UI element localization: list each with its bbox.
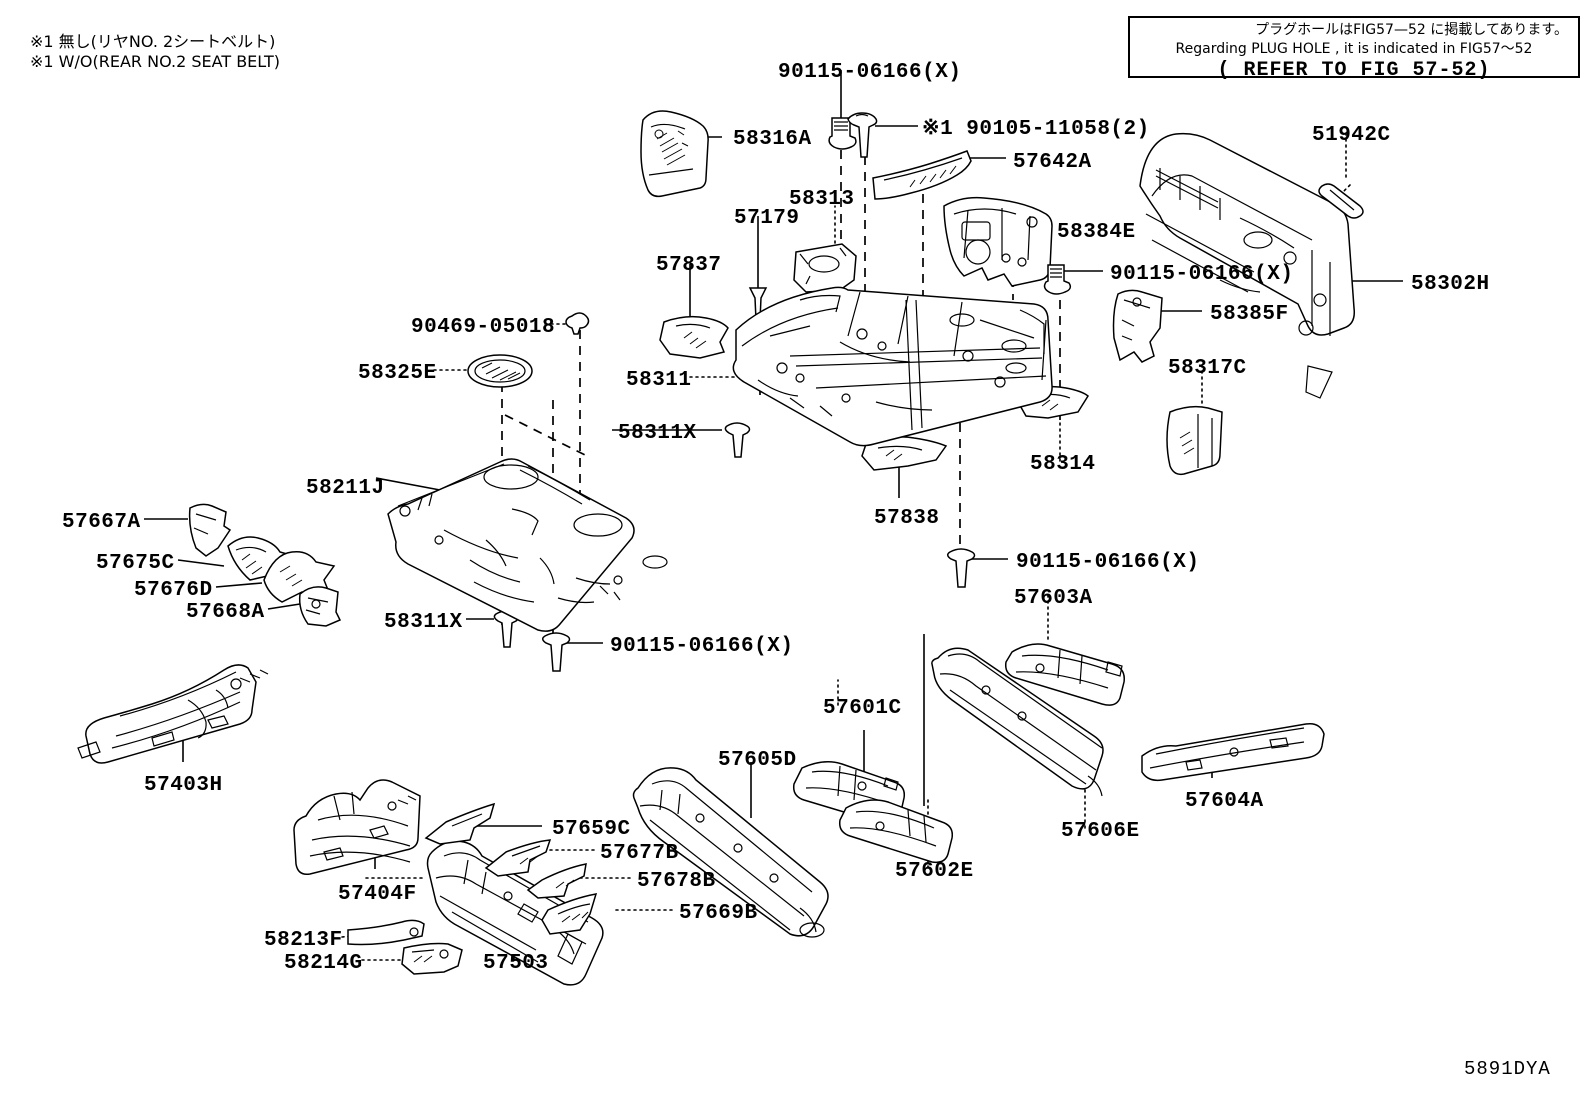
callout-90115-06166-x-r1: 90115-06166(X) <box>1110 263 1294 286</box>
callout-58317C: 58317C <box>1168 357 1247 380</box>
part-57837 <box>659 315 729 359</box>
part-57404F <box>293 779 421 876</box>
part-58311-floor-pan <box>732 286 1053 447</box>
part-90469-05018-clip <box>565 312 590 335</box>
callout-57603A: 57603A <box>1014 587 1093 610</box>
callout-57403H: 57403H <box>144 774 223 797</box>
part-57659C <box>424 802 496 845</box>
callout-58311: 58311 <box>626 369 692 392</box>
callout-90115-06166-x-top: 90115-06166(X) <box>778 61 962 84</box>
callout-58214G: 58214G <box>284 952 363 975</box>
callout-58384E: 58384E <box>1057 221 1136 244</box>
part-57669B <box>541 893 598 935</box>
part-90115-bolt-bottom <box>542 632 571 672</box>
part-57602E <box>838 799 954 864</box>
part-58313 <box>793 243 857 293</box>
part-90115-bolt-r2 <box>947 548 976 588</box>
callout-57606E: 57606E <box>1061 820 1140 843</box>
note-jp-line1: ※1 無し(リヤNO. 2シートベルト) <box>30 32 276 51</box>
part-57667A <box>188 503 232 557</box>
part-58211J-floor-pan <box>387 458 668 632</box>
part-57678B <box>526 863 587 899</box>
callout-58313: 58313 <box>789 188 855 211</box>
plug-hole-note-box: プラグホールはFIG57—52 に掲載してあります。 Regarding PLU… <box>1128 16 1580 82</box>
callout-57667A: 57667A <box>62 511 141 534</box>
callout-57602E: 57602E <box>895 860 974 883</box>
callout-57642A: 57642A <box>1013 151 1092 174</box>
part-58302H <box>1139 132 1356 399</box>
part-58311X-bolt-a <box>724 422 751 458</box>
callout-57179: 57179 <box>734 207 800 230</box>
leader-lines <box>144 125 1403 869</box>
callout-58311X-a: 58311X <box>618 422 697 445</box>
callout-58316A: 58316A <box>733 128 812 151</box>
part-90115-bolt-top <box>828 117 857 150</box>
callout-57838: 57838 <box>874 507 940 530</box>
callout-57659C: 57659C <box>552 818 631 841</box>
part-58213F <box>347 919 425 946</box>
part-57604A <box>1141 722 1325 782</box>
callout-90105-11058: ※1 90105-11058(2) <box>922 118 1150 141</box>
callout-57503: 57503 <box>483 952 549 975</box>
part-58325E <box>467 354 533 388</box>
callout-57675C: 57675C <box>96 552 175 575</box>
figure-code: 5891DYA <box>1464 1058 1551 1080</box>
callout-57668A: 57668A <box>186 601 265 624</box>
part-57668A <box>298 586 342 627</box>
callout-58213F: 58213F <box>264 929 343 952</box>
part-58385F <box>1112 289 1163 363</box>
part-90105-bolt <box>847 112 878 158</box>
callout-57404F: 57404F <box>338 883 417 906</box>
part-57605D <box>632 767 829 938</box>
callout-57676D: 57676D <box>134 579 213 602</box>
part-57403H <box>77 664 269 764</box>
callout-57678B: 57678B <box>637 870 716 893</box>
callout-90469-05018: 90469-05018 <box>411 316 556 339</box>
callout-57837: 57837 <box>656 254 722 277</box>
callout-57669B: 57669B <box>679 902 758 925</box>
note-box-line-en: Regarding PLUG HOLE , it is indicated in… <box>1175 40 1533 57</box>
part-58214G <box>401 942 463 975</box>
note-box-line-jp: プラグホールはFIG57—52 に掲載してあります。 <box>1255 22 1568 38</box>
callout-57605D: 57605D <box>718 749 797 772</box>
part-57677B <box>484 839 552 877</box>
note-box-line-ref: ( REFER TO FIG 57-52) <box>1217 58 1491 82</box>
part-57503 <box>426 840 604 986</box>
part-51942C <box>1318 183 1364 219</box>
callout-51942C: 51942C <box>1312 124 1391 147</box>
callout-58385F: 58385F <box>1210 303 1289 326</box>
callout-58325E: 58325E <box>358 362 437 385</box>
part-58316A <box>640 110 709 198</box>
part-90115-bolt-r1 <box>1043 264 1072 295</box>
part-58317C <box>1166 405 1223 476</box>
callout-58211J: 58211J <box>306 477 385 500</box>
part-58384E <box>943 196 1053 287</box>
callout-58302H: 58302H <box>1411 273 1490 296</box>
callout-57601C: 57601C <box>823 697 902 720</box>
callout-57604A: 57604A <box>1185 790 1264 813</box>
callout-58314: 58314 <box>1030 453 1096 476</box>
callout-58311X-b: 58311X <box>384 611 463 634</box>
callout-90115-06166-x-r2: 90115-06166(X) <box>1016 551 1200 574</box>
callout-57677B: 57677B <box>600 842 679 865</box>
part-57603A <box>1004 643 1125 706</box>
note-jp-line2: ※1 W/O(REAR NO.2 SEAT BELT) <box>30 52 280 71</box>
part-57606E <box>931 647 1104 797</box>
callout-90115-06166-x-bottom: 90115-06166(X) <box>610 635 794 658</box>
part-57642A <box>872 150 972 200</box>
